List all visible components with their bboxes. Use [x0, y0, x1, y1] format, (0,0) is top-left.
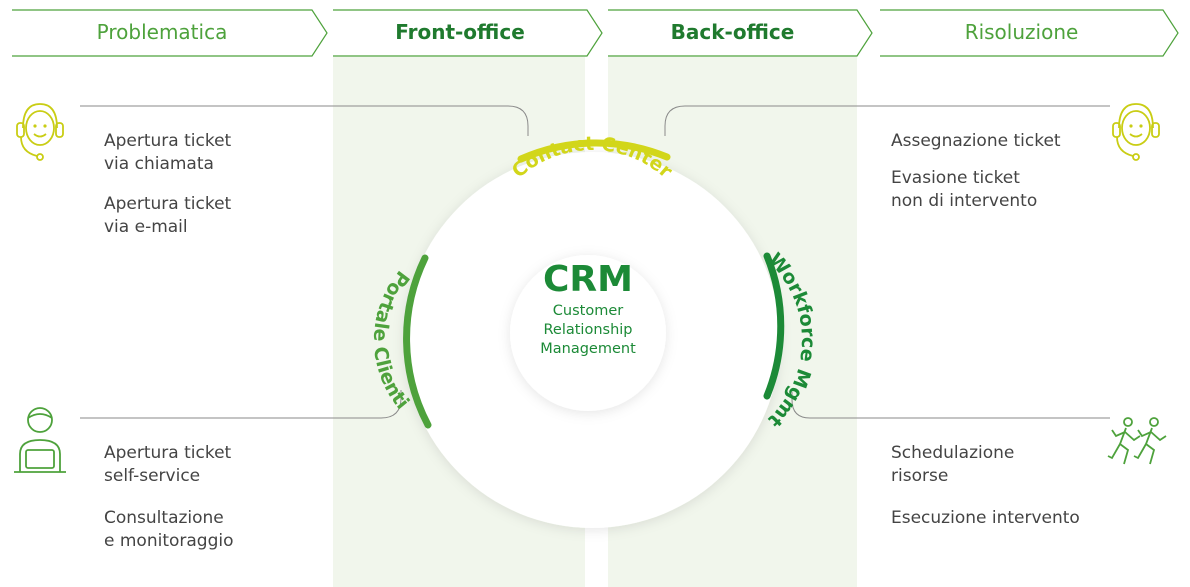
contact-center-arc	[517, 139, 671, 163]
text-line: e monitoraggio	[104, 531, 234, 551]
connector-left-bottom	[80, 390, 402, 419]
text-line: via chiamata	[104, 154, 214, 174]
crm-subtitle-line: Customer	[552, 303, 624, 319]
process-chevrons	[12, 9, 1179, 57]
right-bottom-item-2: Esecuzione intervento	[891, 507, 1080, 530]
crm-title: CRM	[543, 259, 633, 300]
crm-subtitle-line: Relationship	[543, 322, 633, 338]
connector-lines	[80, 105, 1110, 419]
crm-subtitle-line: Management	[540, 341, 636, 357]
step-back-office: Back-office	[670, 20, 795, 44]
left-top-item-1: Apertura ticket via chiamata	[104, 130, 231, 176]
step-risoluzione: Risoluzione	[964, 20, 1079, 44]
headset-agent-icon	[16, 103, 64, 161]
crm-inner-circle	[510, 255, 666, 411]
right-bottom-item-1: Schedulazione risorse	[891, 442, 1014, 488]
text-line: Esecuzione intervento	[891, 508, 1080, 528]
text-line: Evasione ticket	[891, 168, 1020, 188]
headset-agent-icon	[1112, 103, 1160, 161]
connector-right-top	[664, 105, 1110, 136]
text-line: Consultazione	[104, 508, 224, 528]
text-line: Apertura ticket	[104, 194, 232, 214]
step-problematica: Problematica	[96, 20, 228, 44]
text-line: Schedulazione	[891, 443, 1015, 463]
text-line: self-service	[104, 466, 201, 486]
chevron-3	[608, 9, 873, 57]
crm-center: CRM Customer Relationship Management	[512, 258, 664, 359]
left-top-item-2: Apertura ticket via e-mail	[104, 193, 231, 239]
left-bottom-item-2: Consultazione e monitoraggio	[104, 507, 234, 553]
chevron-1	[12, 9, 328, 57]
chevron-4	[880, 9, 1179, 57]
text-line: via e-mail	[104, 217, 188, 237]
step-front-office: Front-office	[395, 20, 525, 44]
text-line: non di intervento	[891, 191, 1038, 211]
right-top-item-2: Evasione ticket non di intervento	[891, 167, 1037, 213]
right-top-item-1: Assegnazione ticket	[891, 130, 1061, 153]
text-line: Apertura ticket	[104, 443, 232, 463]
text-line: Assegnazione ticket	[891, 131, 1061, 151]
text-line: Apertura ticket	[104, 131, 232, 151]
connector-right-bottom	[791, 392, 1110, 419]
workforce-mgmt-arc	[763, 252, 785, 400]
computer-user-icon	[14, 407, 66, 473]
connector-left-top	[80, 105, 529, 136]
chevron-2	[333, 9, 603, 57]
left-bottom-item-1: Apertura ticket self-service	[104, 442, 231, 488]
text-line: risorse	[891, 466, 949, 486]
portale-clienti-arc	[403, 254, 432, 429]
running-workers-icon	[1107, 417, 1167, 465]
